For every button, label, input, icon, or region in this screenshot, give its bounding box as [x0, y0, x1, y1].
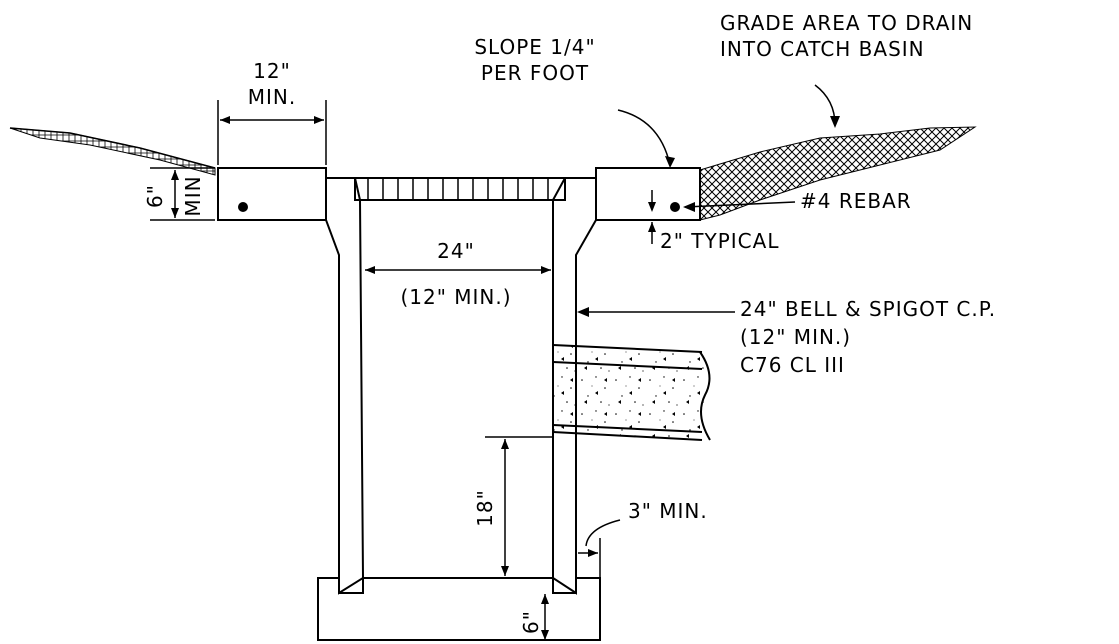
dim-3-min	[578, 519, 621, 578]
label-pipe-min: (12" MIN.)	[400, 285, 511, 309]
slab-right	[595, 167, 701, 221]
label-pipe-spec-1: 24" BELL & SPIGOT C.P.	[740, 297, 996, 321]
rebar-left	[238, 202, 248, 212]
grate	[354, 177, 566, 201]
label-slope-2: PER FOOT	[481, 61, 589, 85]
dim-base	[541, 594, 549, 640]
dim-12-min	[217, 100, 327, 165]
rebar-right	[670, 202, 680, 212]
ground-right	[699, 126, 977, 221]
label-depth-18: 18"	[473, 489, 497, 527]
label-pipe-spec-2: (12" MIN.)	[740, 325, 851, 349]
label-pipe-dia: 24"	[437, 239, 475, 263]
ground-left	[9, 127, 216, 176]
label-rebar: #4 REBAR	[800, 189, 912, 213]
dim-slab-depth	[150, 167, 215, 221]
slope-leader	[617, 109, 671, 166]
label-slab-min: MIN	[181, 175, 205, 216]
inlet-pipe	[552, 344, 711, 441]
dim-2-typical	[648, 190, 656, 244]
label-pipe-spec-3: C76 CL III	[740, 353, 845, 377]
label-width-top: 12"	[253, 59, 291, 83]
slab-left	[217, 167, 327, 221]
label-grade-2: INTO CATCH BASIN	[720, 37, 925, 61]
label-typical: 2" TYPICAL	[660, 229, 779, 253]
dim-18	[485, 436, 553, 576]
label-width-min: MIN.	[248, 85, 296, 109]
label-slope-1: SLOPE 1/4"	[474, 35, 595, 59]
dim-pipe-dia	[365, 266, 551, 274]
label-base-depth: 6"	[519, 610, 543, 634]
basin-wall-left	[325, 177, 365, 595]
label-slab-depth: 6"	[143, 184, 167, 208]
base-slab	[317, 577, 601, 641]
label-clearance: 3" MIN.	[628, 499, 708, 523]
label-grade-1: GRADE AREA TO DRAIN	[720, 11, 973, 35]
